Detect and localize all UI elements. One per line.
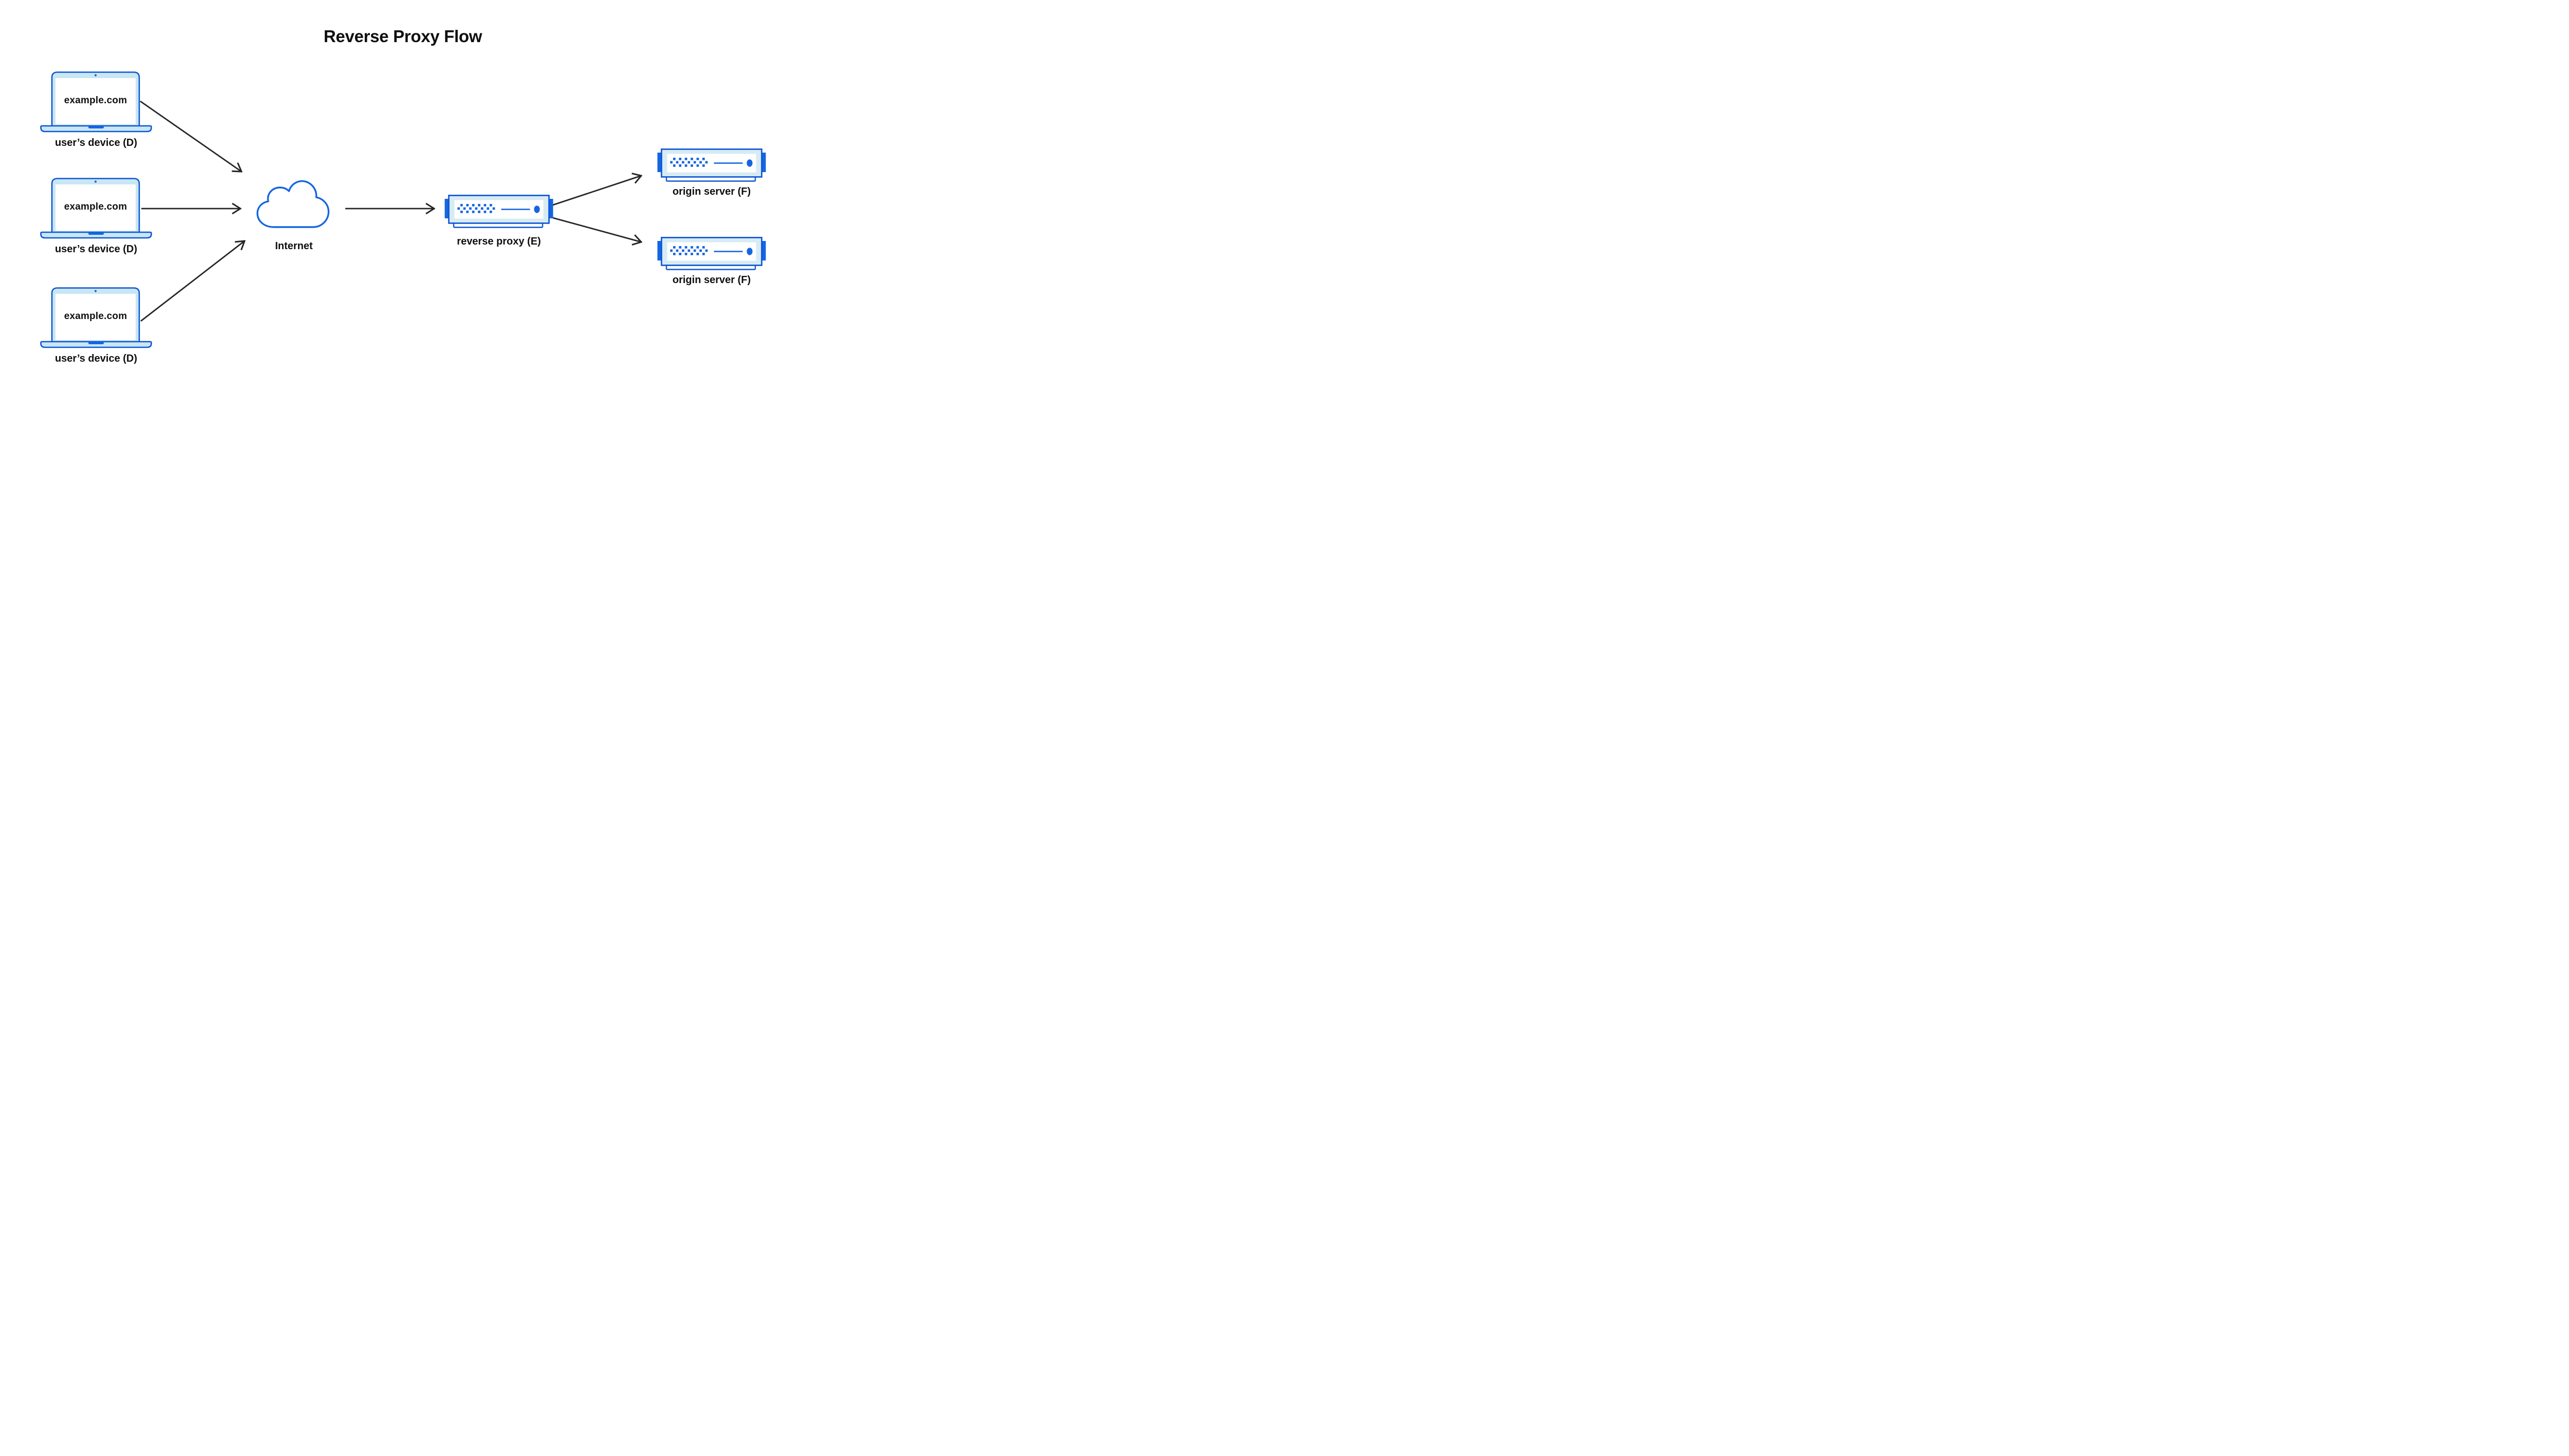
node-user-device-1: example.com user’s device (D) bbox=[40, 71, 152, 149]
cloud-icon bbox=[253, 179, 335, 231]
node-reverse-proxy: reverse proxy (E) bbox=[444, 195, 553, 248]
server-icon bbox=[657, 237, 766, 271]
arrow-proxy-to-origin1 bbox=[552, 176, 641, 206]
server-icon bbox=[657, 148, 766, 182]
node-label: user’s device (D) bbox=[54, 353, 138, 364]
arrow-device1-to-internet bbox=[140, 100, 241, 172]
device-screen-url: example.com bbox=[64, 95, 127, 106]
node-label: reverse proxy (E) bbox=[457, 236, 541, 247]
node-label: origin server (F) bbox=[672, 186, 751, 197]
arrows-layer bbox=[140, 100, 806, 322]
diagram-title: Reverse Proxy Flow bbox=[323, 27, 482, 46]
device-screen-url: example.com bbox=[64, 201, 127, 212]
node-label: origin server (F) bbox=[672, 274, 751, 286]
device-screen-url: example.com bbox=[64, 311, 127, 322]
node-origin-server-1: origin server (F) bbox=[657, 148, 766, 198]
arrow-proxy-to-origin2 bbox=[552, 217, 641, 242]
node-label: user’s device (D) bbox=[54, 137, 138, 148]
node-origin-server-2: origin server (F) bbox=[657, 237, 766, 286]
server-icon bbox=[444, 195, 553, 229]
diagram-canvas: Reverse Proxy Flow example.com user’s de… bbox=[0, 0, 806, 403]
node-internet: Internet bbox=[253, 179, 335, 252]
node-user-device-2: example.com user’s device (D) bbox=[40, 177, 152, 255]
node-label: Internet bbox=[275, 240, 313, 252]
arrow-device3-to-internet bbox=[140, 241, 245, 322]
node-label: user’s device (D) bbox=[54, 244, 138, 255]
node-user-device-3: example.com user’s device (D) bbox=[40, 287, 152, 365]
